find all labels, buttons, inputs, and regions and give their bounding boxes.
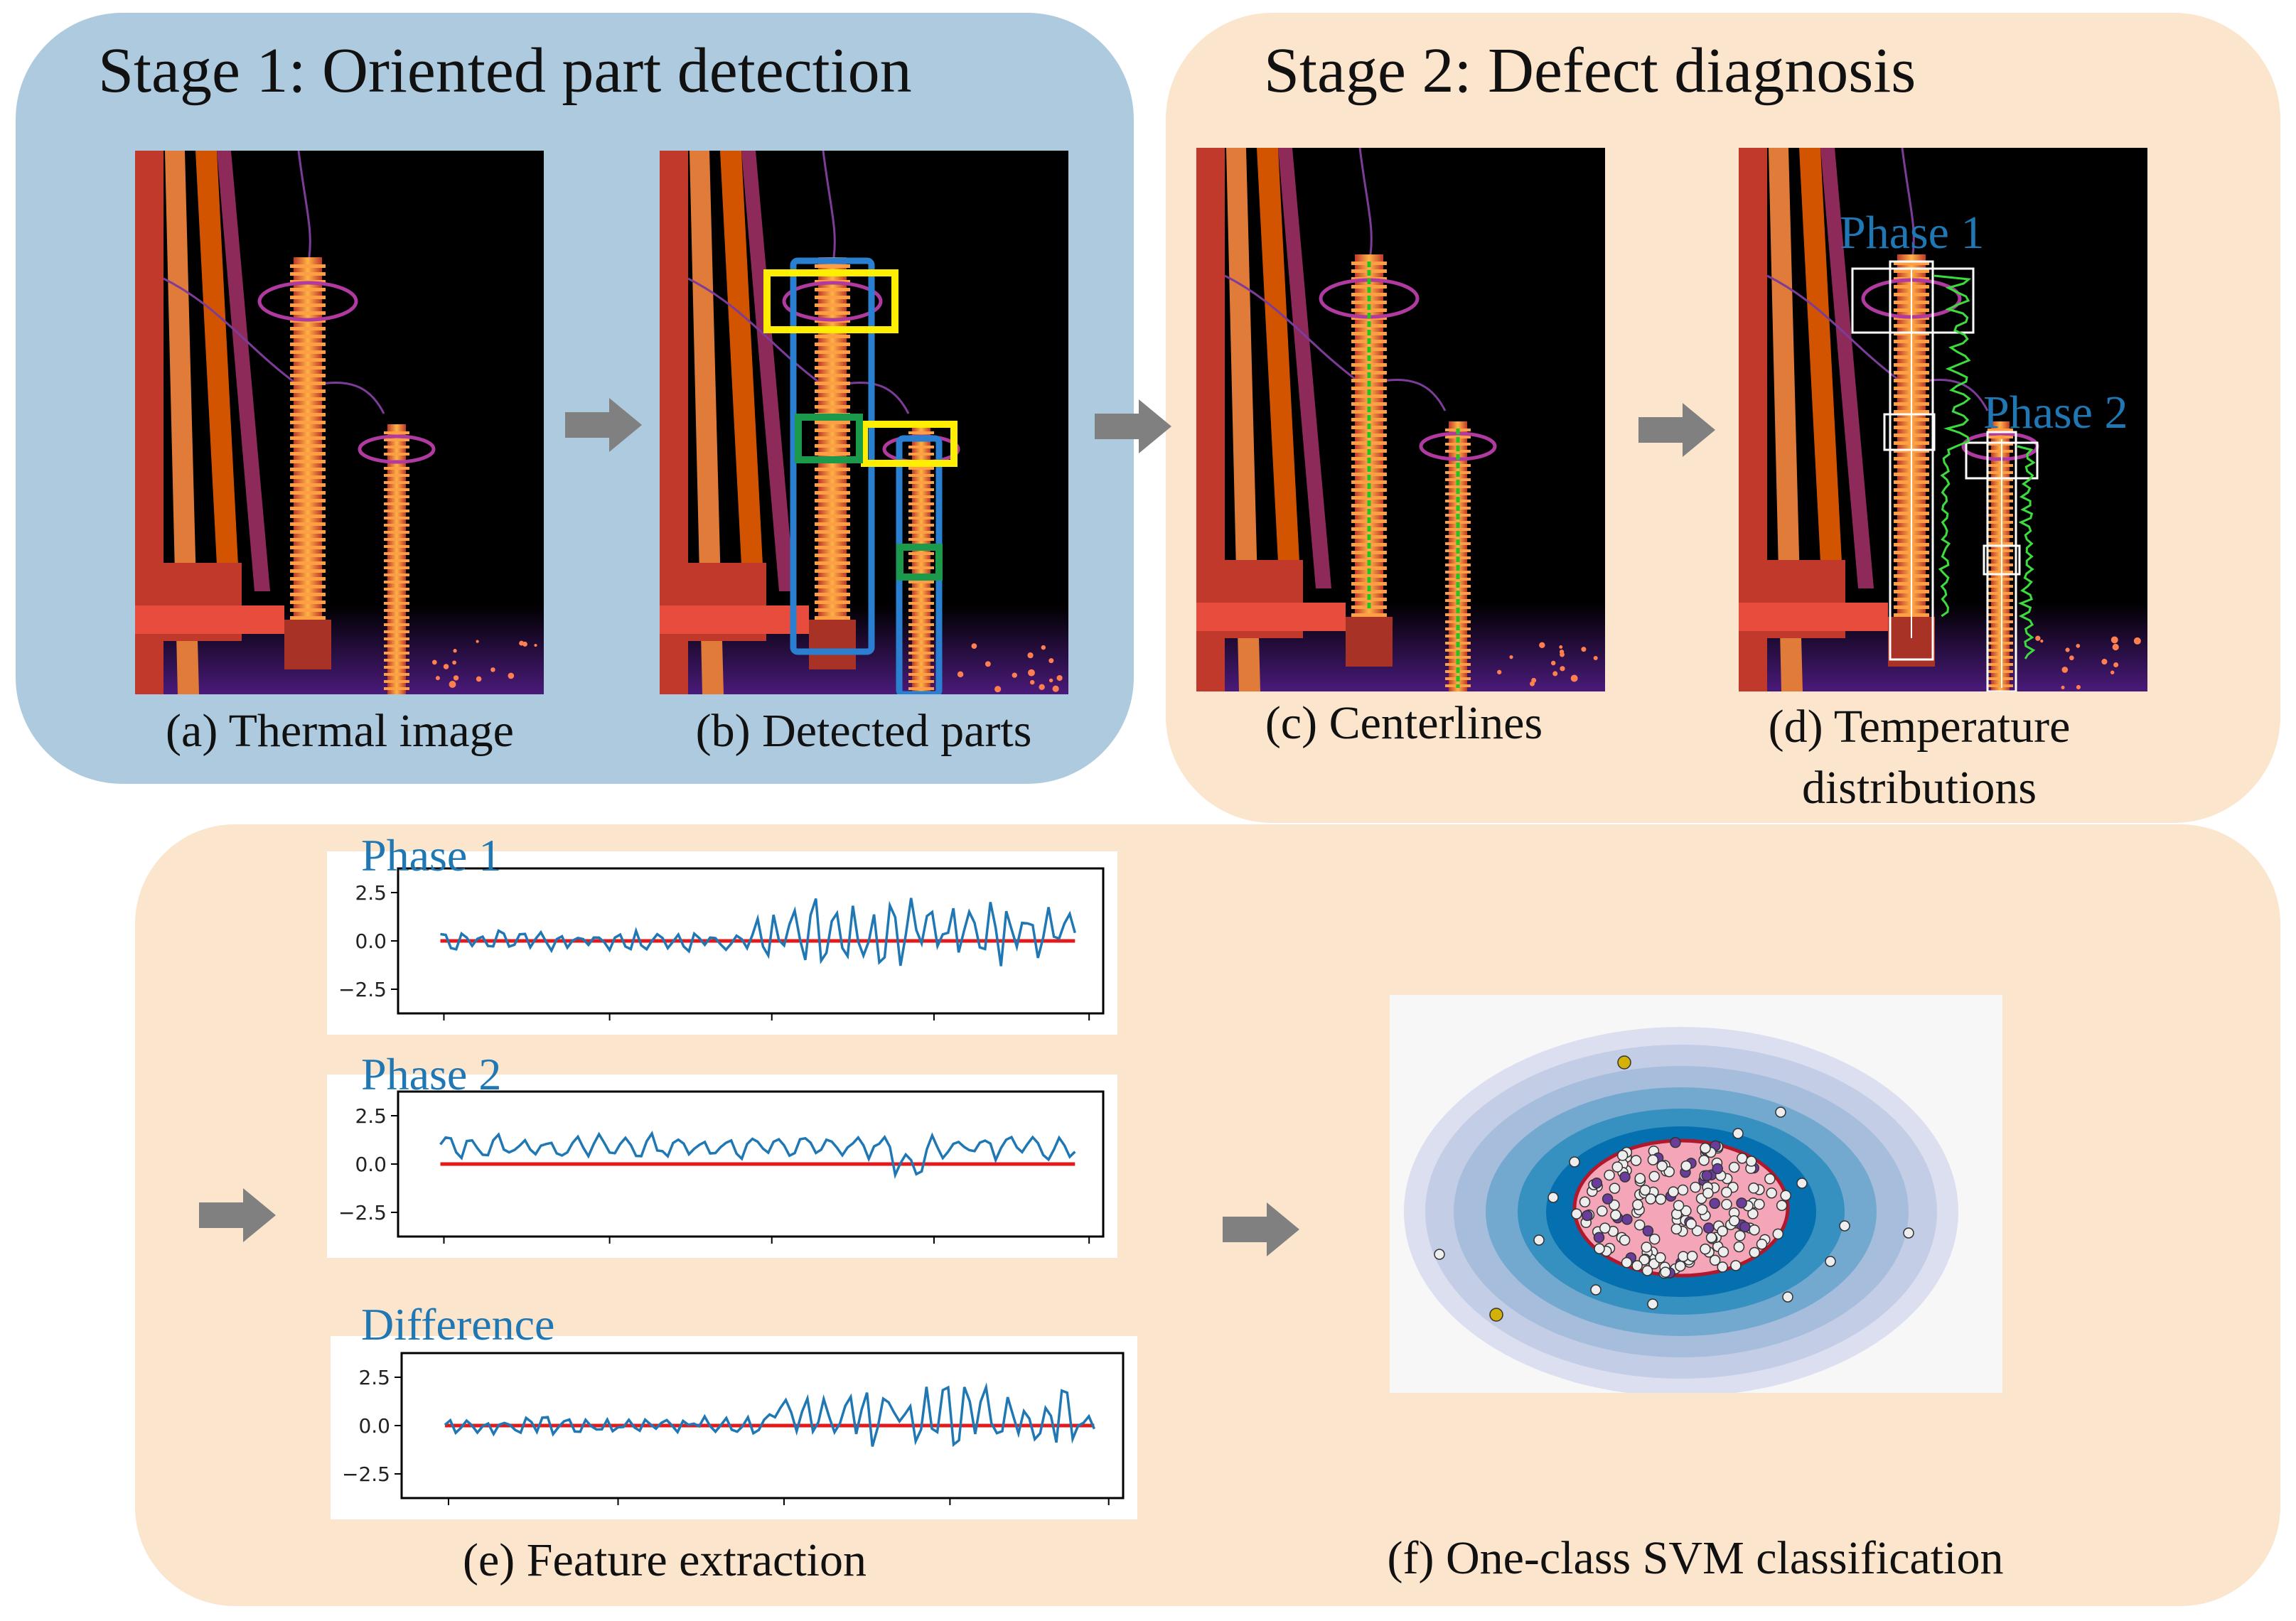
centerlines-image-c — [1196, 148, 1605, 691]
caption-d-line2: distributions — [1801, 762, 2037, 814]
stage2-title: Stage 2: Defect diagnosis — [1264, 36, 1916, 106]
y-tick-label: −2.5 — [338, 978, 387, 1001]
detected-parts-image-b — [660, 151, 1068, 694]
thermal-image-a — [135, 151, 544, 694]
y-tick-label: 2.5 — [355, 881, 387, 905]
phase1-plot: 2.5 0.0 −2.5 — [327, 851, 1117, 1035]
y-tick-label: 0.0 — [355, 930, 387, 953]
y-tick-label: 2.5 — [355, 1104, 387, 1128]
difference-plot-label: Difference — [361, 1299, 555, 1350]
caption-e: (e) Feature extraction — [462, 1534, 867, 1586]
caption-d-line1: (d) Temperature — [1768, 701, 2071, 753]
right-arrow-icon — [1095, 398, 1173, 455]
right-arrow-icon — [1223, 1201, 1301, 1258]
caption-b: (b) Detected parts — [695, 705, 1032, 757]
stage1-title: Stage 1: Oriented part detection — [98, 36, 912, 106]
right-arrow-icon — [199, 1187, 277, 1244]
phase1-overlay-label: Phase 1 — [1840, 207, 1985, 259]
y-tick-label: 0.0 — [355, 1153, 387, 1176]
phase2-plot-label: Phase 2 — [361, 1049, 502, 1099]
temperature-distribution-image-d — [1739, 148, 2147, 691]
right-arrow-icon — [565, 397, 643, 453]
caption-f: (f) One-class SVM classification — [1387, 1532, 2004, 1584]
caption-a: (a) Thermal image — [166, 705, 514, 757]
right-arrow-icon — [1638, 402, 1717, 458]
phase1-plot-label: Phase 1 — [361, 830, 502, 880]
difference-plot: 2.5 0.0 −2.5 — [331, 1336, 1137, 1519]
y-tick-label: −2.5 — [338, 1201, 387, 1224]
svm-classification-image — [1390, 995, 2002, 1393]
phase2-overlay-label: Phase 2 — [1983, 387, 2128, 438]
y-tick-label: 2.5 — [358, 1366, 390, 1389]
phase2-plot: 2.5 0.0 −2.5 — [327, 1075, 1117, 1258]
caption-c: (c) Centerlines — [1265, 697, 1543, 749]
y-tick-label: 0.0 — [358, 1414, 390, 1438]
y-tick-label: −2.5 — [342, 1463, 390, 1486]
